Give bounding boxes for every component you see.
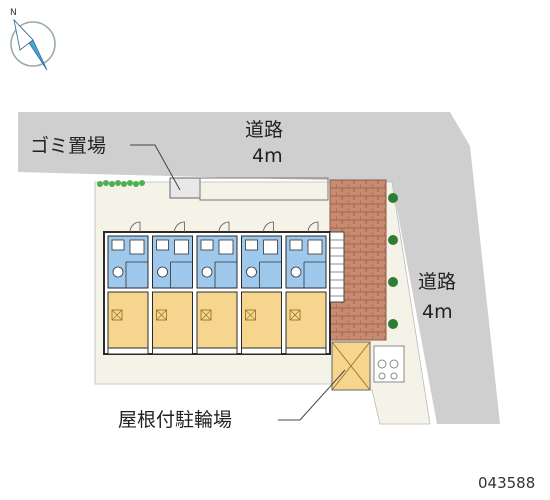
closet-mark	[156, 309, 167, 321]
toilet-icon	[112, 266, 124, 278]
road-top-width: 4m	[252, 145, 283, 167]
unit-1	[107, 221, 149, 355]
staircase	[329, 231, 345, 303]
sink-icon	[200, 239, 214, 251]
closet-icon	[200, 309, 212, 321]
bath-icon	[307, 239, 323, 255]
door-swing	[307, 221, 319, 233]
toilet-icon	[201, 266, 213, 278]
road-top-name: 道路	[245, 119, 283, 141]
road-right-name: 道路	[418, 271, 456, 293]
garbage-leader	[130, 144, 181, 191]
toilet-icon	[157, 266, 168, 278]
bicycle-leader	[278, 369, 346, 421]
balcony	[285, 347, 327, 355]
balcony	[107, 347, 149, 355]
partition	[214, 261, 237, 288]
shrubs-top	[97, 180, 145, 187]
garbage-label: ゴミ置場	[30, 135, 106, 157]
bath-icon	[263, 239, 278, 255]
bath-icon	[174, 239, 189, 255]
unit-4	[241, 221, 282, 355]
balcony	[152, 347, 193, 355]
sink-icon	[156, 239, 169, 251]
tree-row	[388, 193, 398, 329]
bicycle-parking	[331, 341, 405, 391]
door-swing	[263, 221, 274, 233]
compass-icon: N	[10, 8, 56, 71]
sink-icon	[245, 239, 258, 251]
bicycle-label: 屋根付駐輪場	[118, 409, 232, 431]
balcony	[241, 347, 282, 355]
balcony	[196, 347, 238, 355]
partition	[303, 261, 326, 288]
bath-icon	[129, 239, 145, 255]
toilet-icon	[290, 266, 302, 278]
closet-mark	[245, 309, 256, 321]
unit-3	[196, 221, 238, 355]
closet-icon	[289, 309, 301, 321]
unit-row	[107, 221, 327, 355]
closet-icon	[111, 309, 123, 321]
partition	[170, 261, 193, 288]
closet-icon	[156, 309, 167, 321]
unit-2	[152, 221, 193, 355]
closet-mark	[200, 309, 212, 321]
road-right-width: 4m	[422, 301, 453, 323]
road-top	[18, 112, 500, 424]
door-swing	[218, 221, 230, 233]
closet-icon	[245, 309, 256, 321]
partition	[259, 261, 282, 288]
partition	[125, 261, 148, 288]
closet-mark	[289, 309, 301, 321]
north-mark: N	[10, 8, 17, 18]
property-code: 043588	[478, 474, 535, 492]
unit-5	[285, 221, 327, 355]
sink-icon	[289, 239, 303, 251]
door-swing	[129, 221, 141, 233]
bath-icon	[218, 239, 234, 255]
closet-mark	[111, 309, 123, 321]
door-swing	[174, 221, 185, 233]
toilet-icon	[246, 266, 257, 278]
sink-icon	[111, 239, 125, 251]
